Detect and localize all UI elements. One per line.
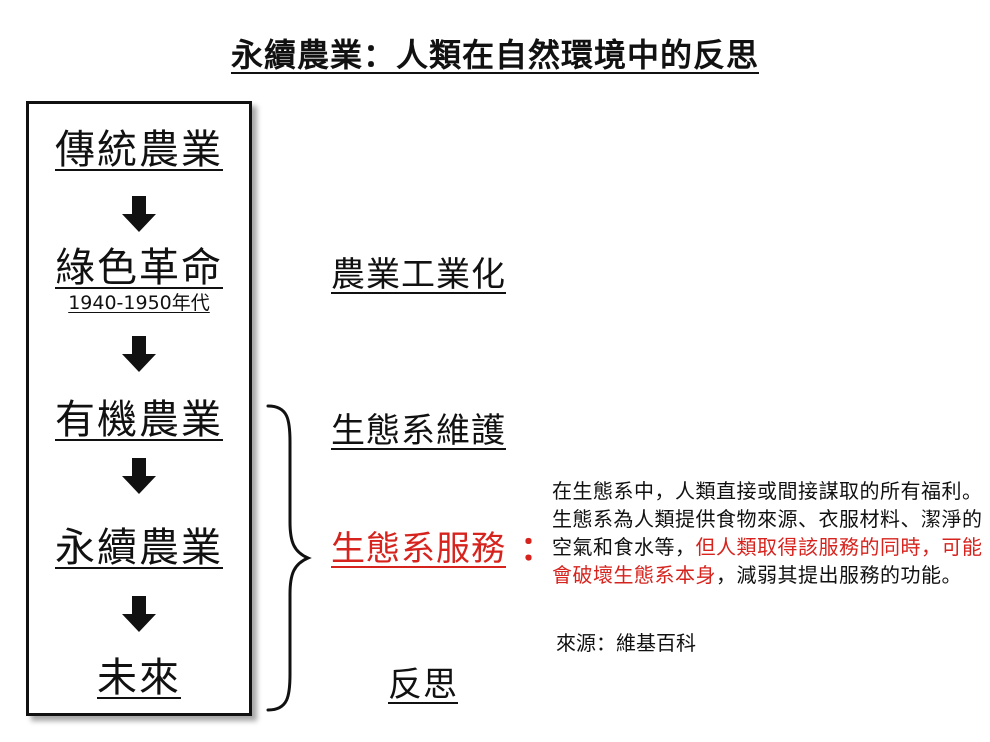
stage-future: 未來 bbox=[97, 655, 181, 701]
definition-highlight: 但人類取得該服務的同時，可能會破壞生態系本身 bbox=[552, 535, 983, 587]
stage-timeline-box: 傳統農業 綠色革命 1940-1950年代 有機農業 永續農業 未來 bbox=[26, 101, 252, 716]
arrow-down-icon bbox=[122, 336, 156, 372]
stage-sustainable: 永續農業 bbox=[55, 525, 223, 571]
stage-organic: 有機農業 bbox=[55, 397, 223, 443]
label-industrialization: 農業工業化 bbox=[331, 255, 506, 295]
arrow-down-icon bbox=[122, 196, 156, 232]
curly-brace-icon bbox=[266, 404, 312, 712]
label-ecosystem-services: 生態系服務 bbox=[331, 529, 506, 569]
stage-traditional: 傳統農業 bbox=[55, 127, 223, 173]
stage-green-revolution: 綠色革命 bbox=[55, 245, 223, 291]
definition-text: 在生態系中，人類直接或間接謀取的所有福利。生態系為人類提供食物來源、衣服材料、潔… bbox=[552, 479, 983, 559]
arrow-down-icon bbox=[122, 596, 156, 632]
stage-green-revolution-date: 1940-1950年代 bbox=[68, 292, 210, 314]
source-note: 來源：維基百科 bbox=[556, 631, 696, 655]
ecosystem-services-definition: 在生態系中，人類直接或間接謀取的所有福利。生態系為人類提供食物來源、衣服材料、潔… bbox=[552, 477, 984, 589]
label-ecosystem-maintenance: 生態系維護 bbox=[331, 411, 506, 451]
arrow-down-icon bbox=[122, 458, 156, 494]
definition-text-end: ，減弱其提出服務的功能。 bbox=[716, 563, 962, 587]
page-title: 永續農業：人類在自然環境中的反思 bbox=[230, 36, 759, 74]
label-colon: ： bbox=[520, 529, 554, 569]
label-reflection: 反思 bbox=[388, 665, 458, 705]
